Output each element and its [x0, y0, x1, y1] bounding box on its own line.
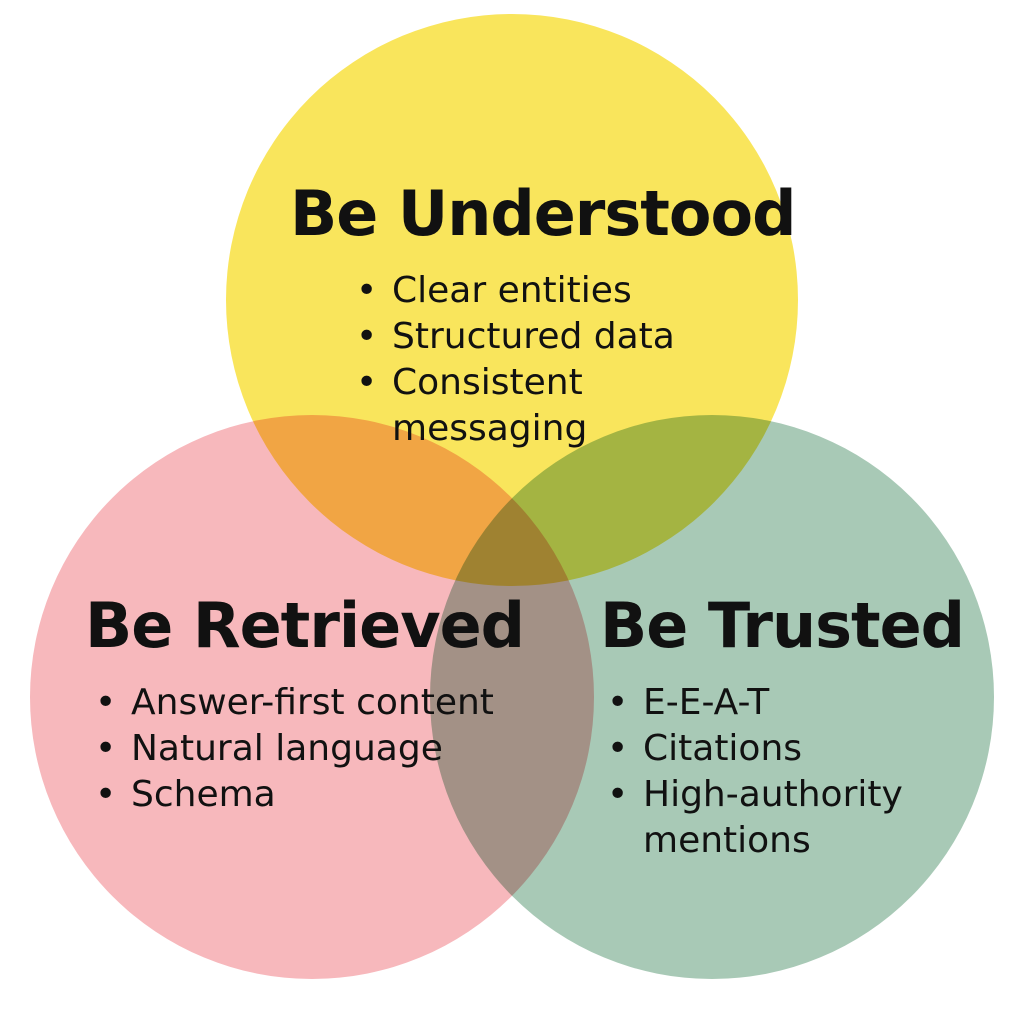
list-item: •Citations [607, 726, 947, 772]
list-item: •High-authority mentions [607, 774, 903, 861]
circle-be-trusted [430, 415, 994, 979]
list-item: •Structured data [356, 314, 716, 360]
bullet-icon: • [607, 774, 629, 815]
bullet-icon: • [356, 270, 378, 311]
be-retrieved-list: •Answer-first content •Natural language … [95, 680, 555, 818]
list-item: •Answer-first content [95, 680, 555, 726]
circle-be-retrieved [30, 415, 594, 979]
bullet-icon: • [95, 728, 117, 769]
list-item: •Consistent messaging [356, 362, 588, 449]
bullet-icon: • [607, 728, 629, 769]
bullet-icon: • [95, 682, 117, 723]
list-item: •Clear entities [356, 268, 716, 314]
be-trusted-list: •E-E-A-T •Citations •High-authority ment… [607, 680, 947, 864]
list-item: •E-E-A-T [607, 680, 947, 726]
be-understood-title: Be Understood [290, 177, 796, 250]
be-trusted-title: Be Trusted [600, 589, 965, 662]
be-retrieved-title: Be Retrieved [85, 589, 525, 662]
bullet-icon: • [356, 316, 378, 357]
bullet-icon: • [95, 774, 117, 815]
list-item: •Natural language [95, 726, 555, 772]
list-item: •Schema [95, 772, 555, 818]
bullet-icon: • [607, 682, 629, 723]
be-understood-list: •Clear entities •Structured data •Consis… [356, 268, 716, 452]
bullet-icon: • [356, 362, 378, 403]
